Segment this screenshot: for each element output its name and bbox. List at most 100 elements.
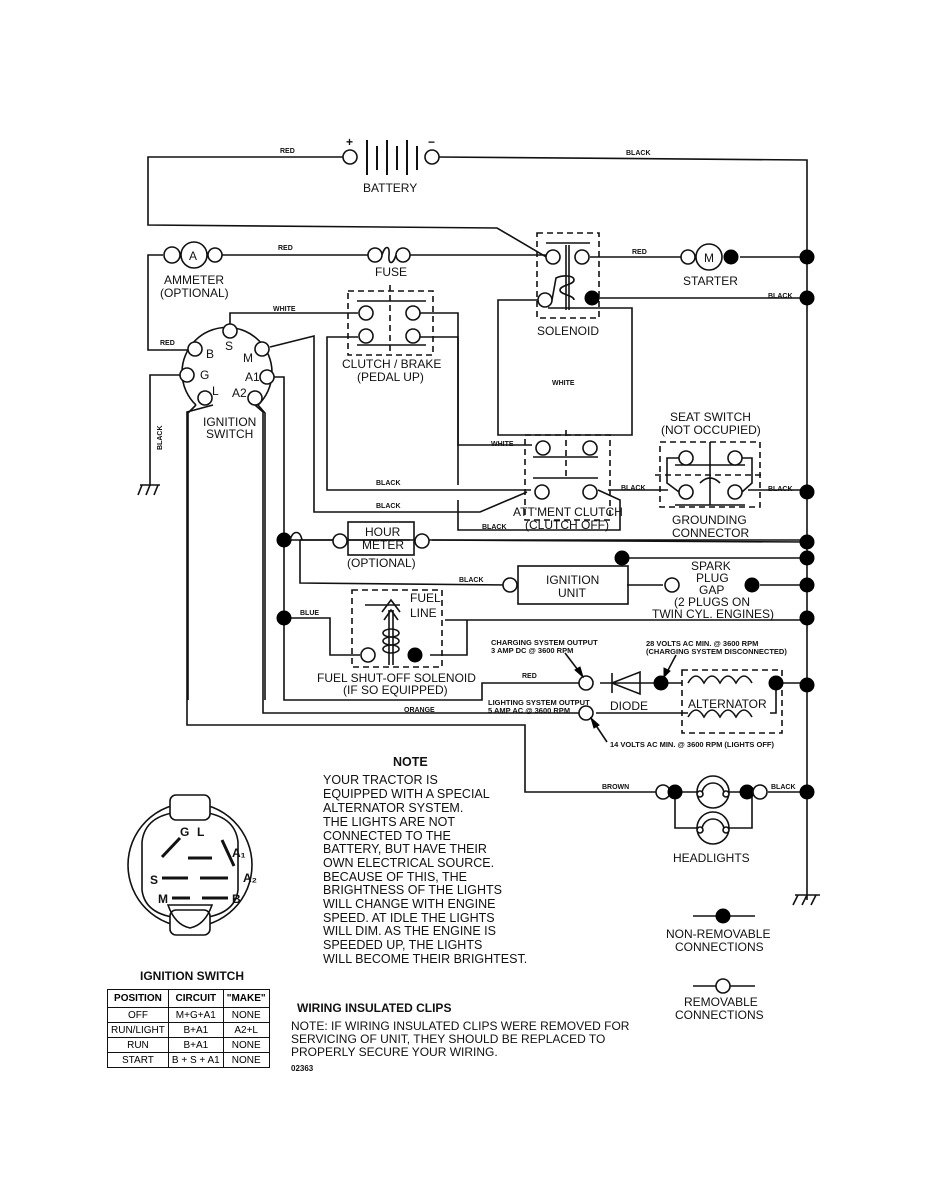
- wire-label: BLUE: [300, 610, 319, 617]
- starter: M STARTER: [680, 243, 815, 288]
- ignition-switch-label-1: IGNITION: [203, 415, 256, 429]
- battery-positive-icon: +: [346, 135, 353, 149]
- switch-face-label-b: B: [232, 892, 241, 906]
- table-row: RUN/LIGHT B+A1 A2+L: [107, 1022, 270, 1038]
- terminal-a1: [259, 369, 275, 385]
- fuse: FUSE: [367, 246, 411, 279]
- annotation-charging-2: 3 AMP DC @ 3600 RPM: [491, 646, 573, 655]
- spark-plug-label-5: TWIN CYL. ENGINES): [652, 607, 774, 621]
- note-title: NOTE: [393, 755, 428, 769]
- wire-hour-right: [431, 539, 808, 543]
- hour-meter-label-2: METER: [362, 538, 404, 552]
- table-cell: B + S + A1: [167, 1052, 224, 1068]
- solenoid: SOLENOID: [536, 232, 600, 338]
- junction-dot: [799, 534, 815, 550]
- wire-red-charge: [283, 660, 586, 701]
- battery-label: BATTERY: [363, 181, 417, 195]
- table-cell: M+G+A1: [167, 1007, 224, 1023]
- headlights: HEADLIGHTS: [655, 775, 768, 865]
- terminal-label-s: S: [225, 339, 233, 353]
- starter-label: STARTER: [683, 274, 738, 288]
- junction-dot: [799, 610, 815, 626]
- terminal-label-a1: A1: [245, 370, 260, 384]
- switch-face-label-a2: A₂: [243, 871, 257, 885]
- table-cell: NONE: [222, 1037, 270, 1053]
- wire-white-clutch: [229, 312, 358, 331]
- clutch-brake-switch: CLUTCH / BRAKE (PEDAL UP): [342, 285, 441, 384]
- note-line: WILL DIM. AS THE ENGINE IS: [323, 924, 496, 938]
- part-number: 02363: [291, 1064, 314, 1073]
- headlights-label: HEADLIGHTS: [673, 851, 750, 865]
- note-line: YOUR TRACTOR IS: [323, 773, 438, 787]
- wire-label: BLACK: [376, 503, 401, 510]
- wire-white-att: [418, 312, 532, 446]
- ignition-switch: B S M G A1 L A2 IGNITION SWITCH: [179, 323, 275, 700]
- wire-white-solenoid: [497, 299, 633, 436]
- wire-label: BLACK: [459, 577, 484, 584]
- wires: [147, 156, 808, 987]
- wire-labels: RED BLACK RED RED BLACK WHITE RED BLACK …: [157, 148, 796, 791]
- ground-icon: [792, 894, 820, 906]
- table-cell: A2+L: [222, 1022, 270, 1038]
- wire-black-ground-bus: [437, 156, 808, 900]
- ammeter-label: AMMETER: [164, 273, 224, 287]
- table-row: START B + S + A1 NONE: [107, 1052, 270, 1068]
- annotation-charging-1: CHARGING SYSTEM OUTPUT: [491, 638, 598, 647]
- note-line: WILL BECOME THEIR BRIGHTEST.: [323, 952, 527, 966]
- starter-symbol-icon: M: [704, 251, 714, 265]
- clips-note: WIRING INSULATED CLIPS NOTE: IF WIRING I…: [291, 1001, 630, 1073]
- wire-label: BLACK: [768, 293, 793, 300]
- note-line: OWN ELECTRICAL SOURCE.: [323, 856, 494, 870]
- hour-meter-sublabel: (OPTIONAL): [347, 556, 416, 570]
- wire-black-g-ground: [149, 374, 180, 485]
- annotation-lighting-1: LIGHTING SYSTEM OUTPUT: [488, 698, 590, 707]
- spark-plug-label-4: (2 PLUGS ON: [674, 595, 750, 609]
- non-removable-connection-icon: [715, 908, 731, 924]
- table-cell: B+A1: [167, 1037, 224, 1053]
- annotations: CHARGING SYSTEM OUTPUT 3 AMP DC @ 3600 R…: [488, 638, 787, 749]
- terminal-b: [187, 341, 203, 357]
- ammeter-sublabel: (OPTIONAL): [160, 286, 229, 300]
- table-cell: B+A1: [167, 1022, 224, 1038]
- fuel-shutoff-solenoid: FUEL LINE FUEL SHUT-OFF SOLENOID (IF SO …: [276, 589, 476, 697]
- wire-clutch-right: [418, 336, 459, 485]
- ammeter: A AMMETER (OPTIONAL): [160, 241, 229, 300]
- table-cell: NONE: [222, 1007, 270, 1023]
- wire-blue: [284, 617, 360, 656]
- wire-label: BLACK: [376, 480, 401, 487]
- junction-dot: [799, 577, 815, 593]
- seat-switch-label-2: (NOT OCCUPIED): [661, 423, 761, 437]
- legend-removable-2: CONNECTIONS: [675, 1008, 764, 1022]
- switch-face-label-g: G: [180, 825, 189, 839]
- alternator: ALTERNATOR: [681, 669, 784, 734]
- annotation-28v-1: 28 VOLTS AC MIN. @ 3600 RPM: [646, 639, 758, 648]
- junction-dot: [799, 677, 815, 693]
- ignition-unit-label-2: UNIT: [558, 586, 587, 600]
- fuel-solenoid-label-2: (IF SO EQUIPPED): [343, 683, 448, 697]
- lighting-output-terminal: [578, 705, 594, 721]
- fuel-line-label-1: FUEL: [410, 591, 441, 605]
- wire-black-clutch: [326, 336, 531, 491]
- wire-label: RED: [278, 245, 293, 252]
- ignition-unit: IGNITION UNIT SPARK PLUG GAP (2 PLUGS ON…: [502, 550, 774, 621]
- legend-non-removable-1: NON-REMOVABLE: [666, 927, 770, 941]
- junction-dot: [799, 484, 815, 500]
- ground-icon: [137, 484, 160, 496]
- note-line: BATTERY, BUT HAVE THEIR: [323, 842, 487, 856]
- grounding-connector-label-1: GROUNDING: [672, 513, 747, 527]
- clips-note-line: NOTE: IF WIRING INSULATED CLIPS WERE REM…: [291, 1019, 630, 1033]
- note-line: CONNECTED TO THE: [323, 829, 451, 843]
- ignition-unit-label-1: IGNITION: [546, 573, 599, 587]
- wire-label: BLACK: [157, 426, 164, 451]
- grounding-connector-label-2: CONNECTOR: [672, 526, 749, 540]
- table-cell: RUN/LIGHT: [107, 1022, 169, 1038]
- clips-note-line: SERVICING OF UNIT, THEY SHOULD BE REPLAC…: [291, 1032, 605, 1046]
- table-header: POSITION: [107, 989, 169, 1008]
- note-line: THE LIGHTS ARE NOT: [323, 815, 455, 829]
- hour-meter-label-1: HOUR: [365, 525, 401, 539]
- table-row: RUN B+A1 NONE: [107, 1037, 270, 1053]
- table-cell: START: [107, 1052, 169, 1068]
- spark-plug-label-1: SPARK: [691, 559, 731, 573]
- ammeter-symbol-icon: A: [189, 249, 197, 263]
- wire-fuel-right: [430, 620, 468, 656]
